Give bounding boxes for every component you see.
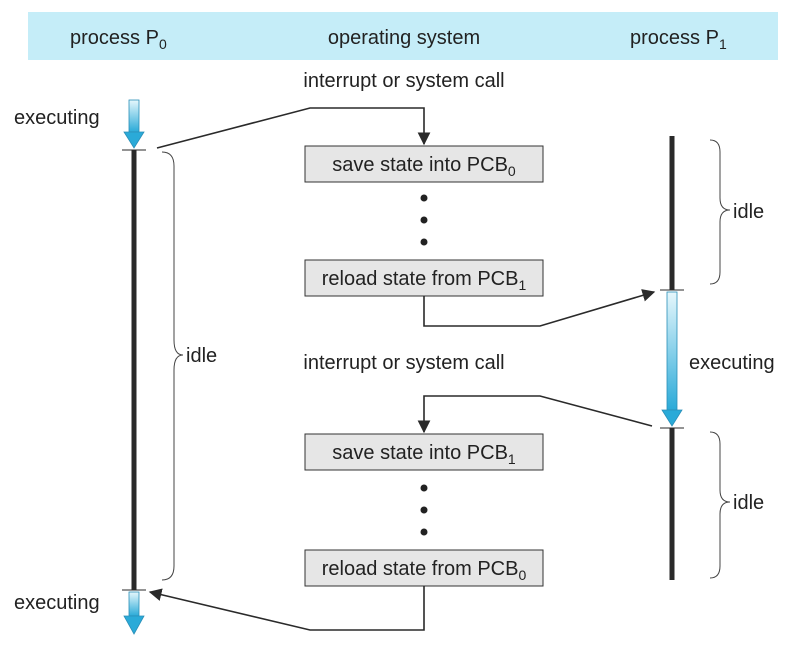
p0-executing-label-bottom: executing [14, 592, 100, 614]
ellipsis-dot [420, 238, 428, 246]
flow-arrow-os-to-p1 [423, 289, 656, 327]
header-band [28, 12, 778, 60]
p0-executing-label-top: executing [14, 107, 100, 129]
p0-executing-arrow-bottom [123, 591, 145, 635]
p0-idle-brace [161, 151, 184, 581]
p1-idle-brace-top [709, 139, 731, 285]
box-save-state-pcb0: save state into PCB0 [304, 145, 544, 183]
box-reload-state-pcb1: reload state from PCB1 [304, 259, 544, 297]
flow-arrow-p1-to-os [417, 395, 653, 434]
ellipsis-dot [420, 194, 428, 202]
svg-text:save state into PCB0: save state into PCB0 [332, 154, 516, 179]
svg-text:save state into PCB1: save state into PCB1 [332, 442, 516, 467]
p1-executing-label: executing [689, 352, 775, 374]
header-process-p0: process P0 [70, 27, 167, 52]
ellipsis-dot [420, 506, 428, 514]
header-process-p1: process P1 [630, 27, 727, 52]
ellipsis-dot [420, 216, 428, 224]
svg-text:reload state from PCB0: reload state from PCB0 [322, 558, 527, 583]
svg-text:reload state from PCB1: reload state from PCB1 [322, 268, 527, 293]
interrupt-label-top: interrupt or system call [303, 70, 504, 92]
box-reload-state-pcb0: reload state from PCB0 [304, 549, 544, 587]
p1-executing-arrow [661, 291, 683, 427]
interrupt-label-middle: interrupt or system call [303, 352, 504, 374]
header-operating-system: operating system [328, 27, 480, 49]
flow-arrow-os-to-p0 [148, 586, 425, 631]
ellipsis-dot [420, 484, 428, 492]
p1-idle-brace-bottom [709, 431, 731, 579]
p0-idle-label: idle [186, 345, 217, 367]
p0-executing-arrow-top [123, 99, 145, 149]
flow-arrow-p0-to-os [156, 107, 431, 149]
p1-idle-label-top: idle [733, 201, 764, 223]
ellipsis-dot [420, 528, 428, 536]
p1-idle-label-bottom: idle [733, 492, 764, 514]
box-save-state-pcb1: save state into PCB1 [304, 433, 544, 471]
